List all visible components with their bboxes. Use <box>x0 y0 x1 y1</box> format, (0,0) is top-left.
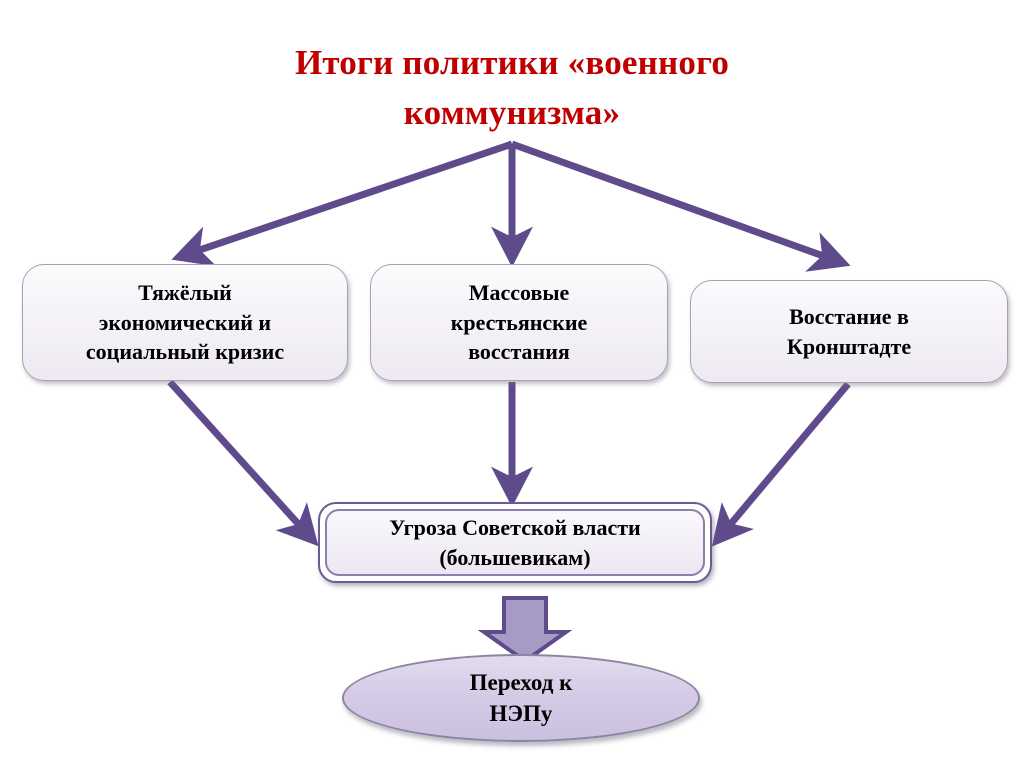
node-outcome-label: Переход к НЭПу <box>469 669 573 726</box>
node-consequence-2[interactable]: Массовые крестьянские восстания <box>370 264 668 381</box>
node-threat[interactable]: Угроза Советской власти (большевикам) <box>318 502 712 583</box>
connector-consequence-1-to-threat <box>167 379 319 547</box>
node-consequence-1-label: Тяжёлый экономический и социальный кризи… <box>85 280 285 365</box>
page-title: Итоги политики «военного коммунизма» <box>294 43 730 132</box>
node-consequence-1[interactable]: Тяжёлый экономический и социальный кризи… <box>22 264 348 381</box>
connector-title-to-consequence-1 <box>171 140 514 267</box>
connector-title-to-consequence-3 <box>510 140 851 272</box>
node-consequence-2-label: Массовые крестьянские восстания <box>450 280 588 365</box>
connector-consequence-3-to-threat <box>711 381 851 547</box>
connector-threat-to-outcome <box>477 596 573 664</box>
node-threat-label: Угроза Советской власти (большевикам) <box>389 515 641 570</box>
node-consequence-3-label: Восстание в Кронштадте <box>786 304 912 359</box>
node-consequence-3[interactable]: Восстание в Кронштадте <box>690 280 1008 383</box>
node-threat-inner-frame: Угроза Советской власти (большевикам) <box>325 509 705 576</box>
node-outcome[interactable]: Переход к НЭПу <box>342 654 700 742</box>
